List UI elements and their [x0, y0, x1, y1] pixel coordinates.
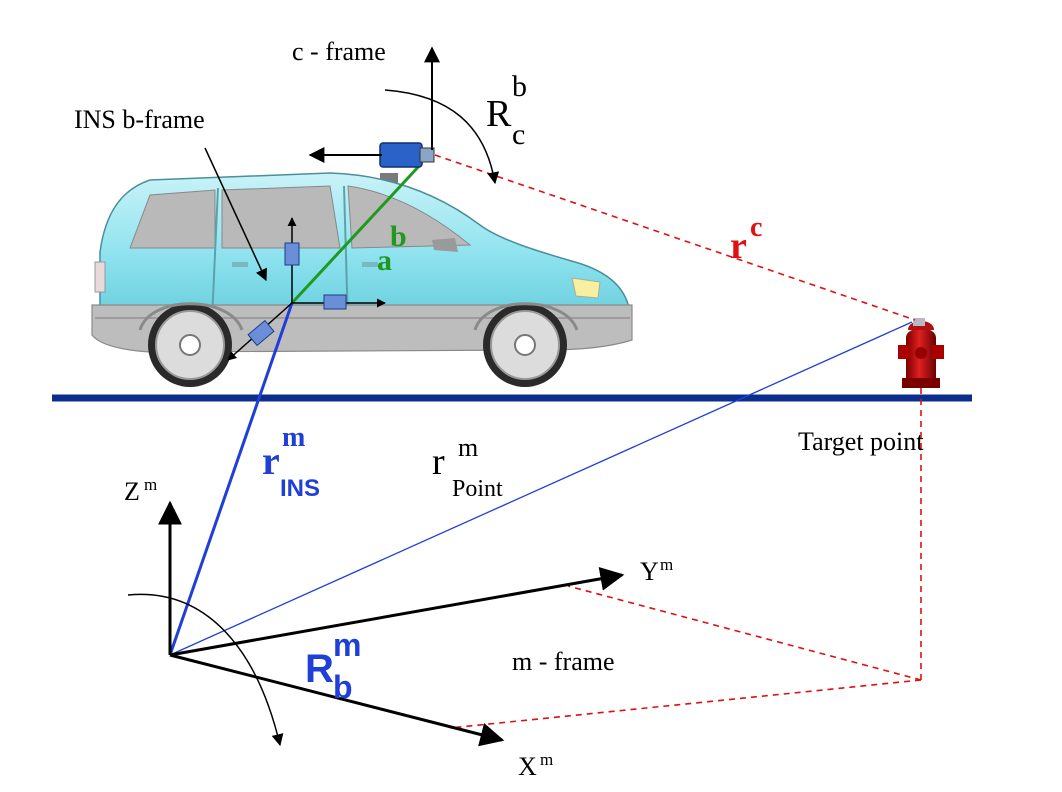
rotation-rc-arc	[384, 89, 500, 185]
lever-arm-vector	[290, 163, 422, 305]
x-axis-sup: m	[540, 750, 553, 769]
lever-arm-label-b: b	[390, 220, 407, 253]
r-point-base: r	[432, 441, 445, 483]
minivan-icon	[91, 172, 633, 387]
y-axis-label: Y	[640, 557, 659, 586]
z-axis-label: Z	[124, 477, 140, 506]
ins-pointer-arrow	[204, 147, 267, 282]
m-frame-label: m - frame	[512, 647, 615, 676]
rb-sub: b	[333, 669, 353, 705]
ins-b-frame-label: INS b-frame	[74, 105, 205, 134]
x-axis-label: X	[518, 752, 537, 781]
r-c-base: r	[730, 225, 747, 267]
rc-sub: c	[512, 118, 525, 151]
imu-gyro-icon	[227, 217, 386, 361]
rc-sup: b	[512, 70, 527, 103]
r-ins-base: r	[262, 438, 280, 483]
target-point-label: Target point	[798, 427, 924, 456]
y-axis-sup: m	[660, 555, 673, 574]
c-frame-label: c - frame	[292, 37, 386, 66]
r-c-sup: c	[750, 212, 762, 243]
rb-sup: m	[333, 627, 361, 663]
m-frame-y-axis	[169, 566, 625, 657]
rb-base: R	[305, 647, 334, 691]
rotation-rb-arc	[127, 593, 284, 747]
r-point-vector	[169, 321, 913, 656]
fire-hydrant-icon	[898, 318, 944, 388]
rc-base: R	[486, 93, 512, 135]
dashed-projection-lines	[434, 154, 922, 729]
r-point-sup: m	[458, 433, 478, 462]
r-ins-vector	[168, 302, 294, 656]
camera-icon	[379, 142, 435, 168]
lever-arm-label-a: a	[377, 244, 392, 277]
r-ins-sup: m	[282, 422, 305, 453]
r-point-sub: Point	[452, 476, 503, 502]
r-ins-sub: INS	[280, 475, 320, 502]
z-axis-sup: m	[144, 475, 157, 494]
m-frame-x-axis	[169, 653, 505, 747]
